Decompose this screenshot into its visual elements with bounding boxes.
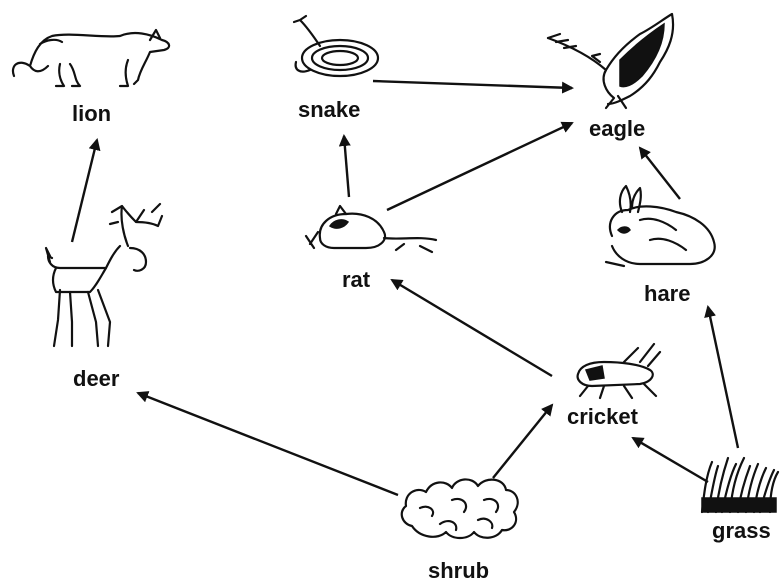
label-eagle: eagle — [589, 116, 645, 141]
label-grass: grass — [712, 518, 771, 543]
arrow-snake-to-eagle — [372, 79, 574, 94]
label-cricket: cricket — [567, 404, 639, 429]
label-lion: lion — [72, 101, 111, 126]
label-snake: snake — [298, 97, 360, 122]
grass-icon — [700, 456, 780, 514]
arrow-cricket-to-rat — [390, 278, 553, 378]
food-web-arrows — [70, 79, 740, 497]
arrow-rat-to-eagle — [386, 121, 574, 212]
arrow-hare-to-eagle — [638, 146, 681, 200]
arrow-shrub-to-deer — [136, 391, 399, 497]
arrow-grass-to-hare — [704, 305, 740, 449]
arrow-rat-to-snake — [338, 134, 351, 198]
label-rat: rat — [342, 267, 371, 292]
deer-icon — [44, 202, 164, 348]
cricket-icon — [576, 342, 662, 400]
arrow-shrub-to-cricket — [492, 403, 554, 479]
label-shrub: shrub — [428, 558, 489, 583]
lion-icon — [11, 28, 171, 88]
snake-icon — [292, 14, 380, 78]
arrow-deer-to-lion — [70, 138, 101, 243]
arrow-grass-to-cricket — [631, 436, 709, 484]
label-deer: deer — [73, 366, 120, 391]
eagle-icon — [546, 12, 675, 110]
hare-icon — [604, 184, 716, 268]
rat-icon — [304, 204, 438, 254]
label-hare: hare — [644, 281, 690, 306]
shrub-icon — [400, 478, 519, 540]
